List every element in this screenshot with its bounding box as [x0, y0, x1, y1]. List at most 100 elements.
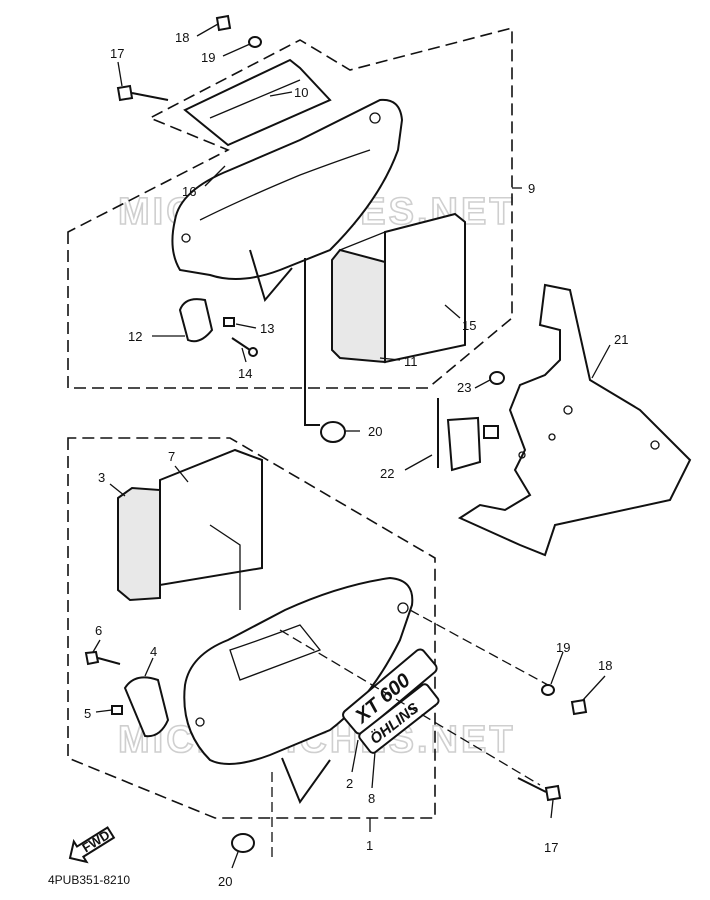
leader-15	[444, 304, 461, 319]
bolt-18-bottom	[570, 698, 588, 716]
callout-12: 12	[128, 329, 142, 344]
side-cover-lower	[183, 576, 414, 765]
axis-line-1	[409, 609, 549, 686]
grommet-20-upper	[320, 421, 346, 443]
bracket-hole-4	[518, 451, 526, 459]
bolt-18-top	[215, 14, 232, 32]
mount-hole-lower	[397, 602, 409, 614]
washer-19-top	[248, 36, 262, 48]
damper-upper	[223, 317, 235, 327]
upper-assembly-boundary	[67, 26, 513, 389]
leader-5	[95, 709, 113, 713]
leader-grommet-upper	[304, 258, 320, 426]
leader-2	[351, 739, 359, 773]
callout-18-bottom: 18	[598, 658, 612, 673]
callout-4: 4	[150, 644, 157, 659]
leader-17-top	[117, 61, 123, 87]
bracket-hole-1	[563, 405, 573, 415]
bolt-upper	[231, 337, 251, 351]
leader-18-bottom	[582, 675, 606, 701]
side-cover-upper-ridge	[199, 149, 371, 221]
cover-bracket-lower	[281, 757, 331, 805]
filter-leader	[209, 524, 241, 610]
panel-line	[209, 79, 301, 119]
air-filter-element-upper	[384, 212, 466, 364]
leader-22	[404, 454, 433, 471]
callout-20-top: 20	[368, 424, 382, 439]
bracket-hole-2	[650, 440, 660, 450]
air-filter-element-lower	[159, 448, 263, 587]
callout-22: 22	[380, 466, 394, 481]
filter-edge	[339, 231, 386, 251]
callout-3: 3	[98, 470, 105, 485]
leader-7	[174, 465, 189, 483]
grommet-23	[489, 371, 505, 385]
bolt-head-upper	[248, 347, 258, 357]
leader-14	[241, 347, 247, 363]
bracket-hole-3	[548, 433, 556, 441]
leader-20-bottom	[231, 851, 239, 869]
callout-17-top: 17	[110, 46, 124, 61]
screw-17b-shank	[517, 777, 547, 793]
screw-17-shank	[131, 92, 169, 101]
screw-17-bottom	[544, 784, 562, 802]
leader-17-bottom	[550, 799, 554, 819]
cover-bracket-upper	[249, 249, 293, 303]
mount-hole-lower-left	[195, 717, 205, 727]
callout-2: 2	[346, 776, 353, 791]
washer-19-bottom	[541, 684, 555, 696]
mount-hole-upper	[369, 112, 381, 124]
leader-3	[109, 483, 126, 497]
axis-line-2	[279, 629, 541, 786]
leader-18-top	[196, 23, 219, 37]
leader-13	[235, 323, 257, 329]
leader-21	[591, 344, 611, 379]
diagram-code: 4PUB351-8210	[48, 873, 130, 887]
screw-6	[84, 650, 100, 666]
screw-17-top	[116, 84, 134, 102]
callout-11: 11	[404, 354, 418, 369]
callout-5: 5	[84, 706, 91, 721]
holder-22	[446, 416, 482, 472]
callout-17-bottom: 17	[544, 840, 558, 855]
filter-foam-upper	[331, 248, 386, 364]
leader-16	[204, 165, 226, 187]
callout-15: 15	[462, 318, 476, 333]
damper-lower	[111, 705, 123, 715]
clip-upper	[178, 298, 214, 343]
lower-assembly-boundary	[67, 437, 436, 819]
callout-19-top: 19	[201, 50, 215, 65]
leader-8	[371, 751, 376, 789]
mount-hole-left	[181, 233, 191, 243]
side-cover-upper	[171, 98, 404, 280]
leader-10	[269, 91, 293, 97]
callout-16: 16	[182, 184, 196, 199]
callout-7: 7	[168, 449, 175, 464]
callout-1: 1	[366, 838, 373, 853]
callout-19-bottom: 19	[556, 640, 570, 655]
filter-foam-lower	[117, 486, 161, 602]
holder-tab	[483, 425, 499, 439]
callout-8: 8	[368, 791, 375, 806]
callout-9: 9	[528, 181, 535, 196]
callout-20-bottom: 20	[218, 874, 232, 889]
leader-19-bottom	[550, 651, 564, 685]
callout-6: 6	[95, 623, 102, 638]
screw-6-shank	[97, 657, 121, 665]
callout-14: 14	[238, 366, 252, 381]
fwd-arrow-icon: FWD	[68, 826, 116, 864]
callout-18-top: 18	[175, 30, 189, 45]
mounting-bracket	[457, 283, 692, 557]
emblem-panel-upper	[183, 58, 332, 147]
callout-21: 21	[614, 332, 628, 347]
callout-13: 13	[260, 321, 274, 336]
leader-11	[379, 357, 401, 361]
leader-23	[474, 379, 491, 389]
leader-6	[92, 639, 101, 653]
leader-19-top	[222, 43, 251, 57]
clip-lower	[123, 676, 170, 738]
leader-4	[144, 657, 154, 677]
side-cover-lower-panel	[229, 624, 322, 681]
